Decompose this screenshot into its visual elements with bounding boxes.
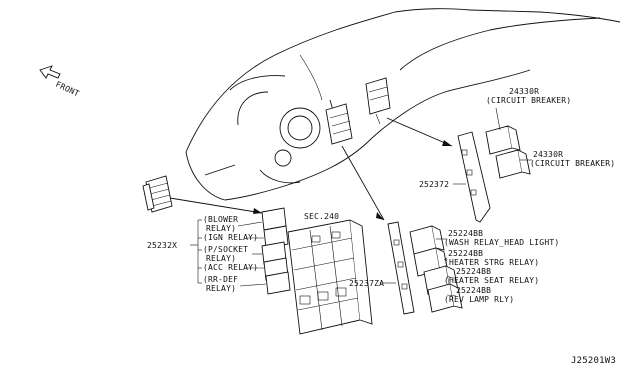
relay-stack — [261, 207, 291, 295]
relay-heater-seat-number: 25224BB — [456, 267, 491, 276]
cb-top-number: 24330R — [509, 87, 539, 96]
dash-relay-bracket — [325, 103, 353, 145]
relay-wash-description: (WASH RELAY_HEAD LIGHT) — [444, 238, 559, 247]
relay-rrdef-label-2: RELAY) — [206, 284, 236, 293]
left-relay-connector — [142, 175, 173, 213]
leader-arrows — [169, 117, 453, 221]
front-label: FRONT — [54, 80, 81, 99]
callout-leaders — [190, 107, 532, 297]
front-arrow-icon — [39, 65, 61, 79]
bracket-lower-number: 25237ZA — [349, 279, 384, 288]
lower-bracket — [387, 221, 415, 315]
relay-psocket-label-1: (P/SOCKET — [203, 245, 248, 254]
relay-heater-seat-description: (HEATER SEAT RELAY) — [444, 276, 539, 285]
fuse-block — [287, 219, 373, 335]
relay-psocket-label-2: RELAY) — [206, 254, 236, 263]
relay-blower-label-2: RELAY) — [206, 224, 236, 233]
circuit-breaker-top — [485, 125, 521, 155]
section-reference: SEC.240 — [304, 212, 339, 221]
relay-heater-strg-description: (HEATER STRG RELAY) — [444, 258, 539, 267]
relay-group-number: 25232X — [147, 241, 177, 250]
relay-wash — [409, 225, 445, 255]
relay-rrdef-label-1: (RR-DEF — [203, 275, 238, 284]
relay-ign-label: (IGN RELAY) — [203, 233, 258, 242]
diagram-code: J25201W3 — [571, 356, 616, 366]
upper-connector — [365, 77, 391, 125]
circuit-breaker-right — [495, 149, 531, 179]
cb-right-description: (CIRCUIT BREAKER) — [530, 159, 615, 168]
relay-rev-lamp-number: 25224BB — [456, 286, 491, 295]
relay-rev-lamp-description: (REV LAMP RLY) — [444, 295, 514, 304]
relay-wash-number: 25224BB — [448, 229, 483, 238]
cb-right-number: 24330R — [533, 150, 563, 159]
instrument-panel-outline — [185, 8, 621, 201]
relay-heater-strg-number: 25224BB — [448, 249, 483, 258]
bracket-upper-number: 252372 — [419, 180, 449, 189]
relay-acc-label: (ACC RELAY) — [203, 263, 258, 272]
relay-blower-label-1: (BLOWER — [203, 215, 238, 224]
cb-top-description: (CIRCUIT BREAKER) — [486, 96, 571, 105]
upper-bracket — [457, 131, 491, 223]
